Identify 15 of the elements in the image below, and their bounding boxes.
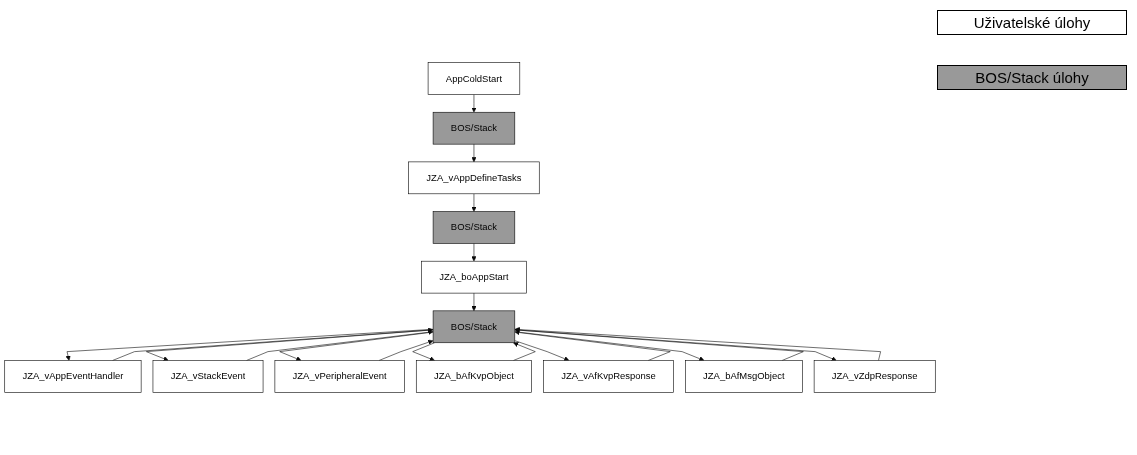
node-box: JZA_vStackEvent: [152, 360, 264, 393]
node-box: JZA_bAfKvpObject: [415, 360, 532, 393]
node-box: AppColdStart: [427, 62, 521, 95]
legend-item: BOS/Stack úlohy: [937, 65, 1127, 90]
legend-item: Uživatelské úlohy: [937, 10, 1127, 35]
node-box: JZA_vAppEventHandler: [4, 360, 142, 393]
node-box: JZA_vZdpResponse: [813, 360, 936, 393]
node-box: JZA_vAfKvpResponse: [543, 360, 674, 393]
node-box: JZA_boAppStart: [421, 260, 527, 294]
node-box: JZA_bAfMsgObject: [685, 360, 803, 393]
node-box: BOS/Stack: [432, 310, 516, 344]
node-box: JZA_vAppDefineTasks: [408, 161, 540, 195]
node-box: BOS/Stack: [432, 111, 516, 145]
node-box: BOS/Stack: [432, 211, 516, 244]
node-box: JZA_vPeripheralEvent: [274, 360, 405, 393]
